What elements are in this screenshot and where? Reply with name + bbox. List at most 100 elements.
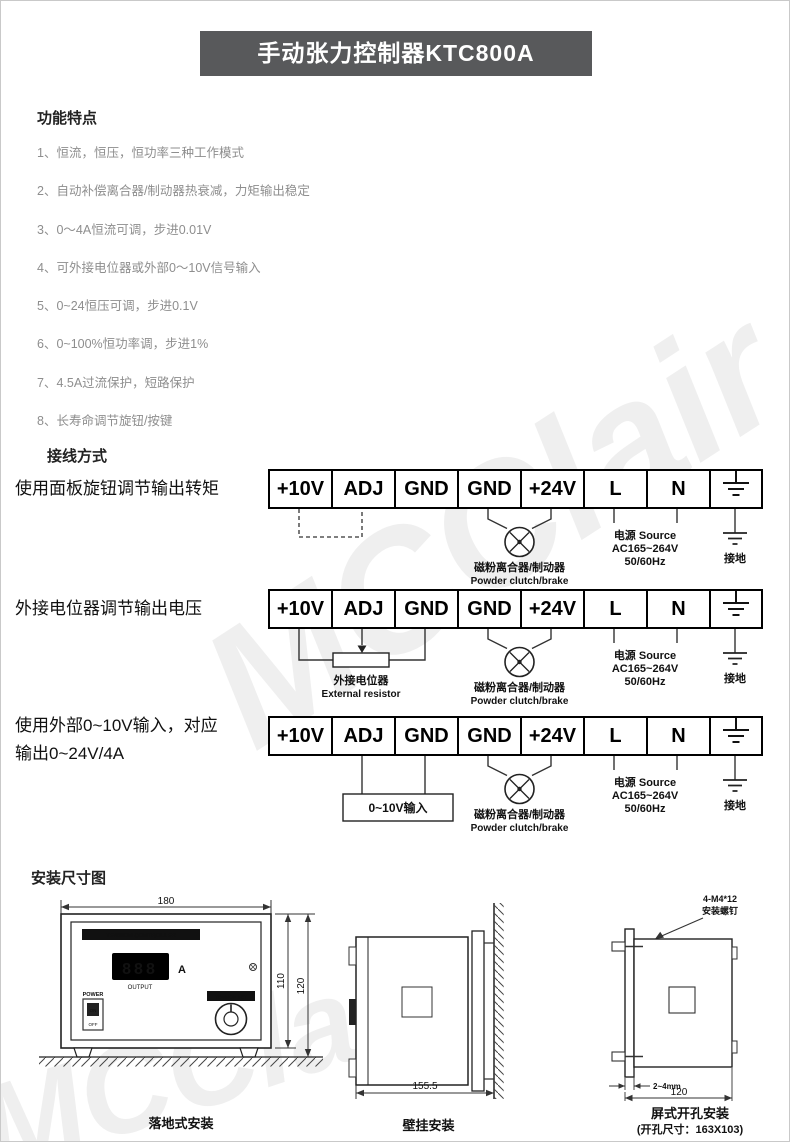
terminal-cell: GND	[396, 471, 459, 507]
screw-note-line1: 4-M4*12	[703, 894, 737, 904]
potentiometer-symbol-icon	[298, 629, 426, 668]
dim-width-180: 180	[158, 896, 175, 907]
terminal-cell: L	[585, 718, 648, 754]
wiring-row-label: 使用面板旋钮调节输出转矩	[15, 479, 219, 498]
display-digits: 888	[122, 961, 158, 978]
panel-mount-diagram: 4-M4*12 安装螺钉 2~4mm 120	[609, 894, 738, 1102]
power-lines	[613, 509, 678, 523]
clutch-symbol-icon	[487, 509, 552, 558]
front-knob	[349, 999, 356, 1025]
mount-plate	[471, 930, 485, 1092]
power-label-1: 电源 Source	[614, 775, 676, 789]
feature-item: 5、0~24恒压可调，步进0.1V	[37, 299, 198, 314]
terminal-cell: L	[585, 591, 648, 627]
earth-label: 接地	[724, 551, 746, 565]
earth-symbol-icon	[723, 509, 747, 545]
earth-label: 接地	[724, 671, 746, 685]
terminal-strip: +10V ADJ GND GND +24V L N	[268, 469, 763, 509]
wiring-row-label-line2: 输出0~24V/4A	[15, 744, 125, 763]
ground-symbol-icon	[723, 718, 749, 743]
terminal-cell: ADJ	[333, 591, 396, 627]
external-input-label: 0~10V输入	[368, 800, 427, 815]
display-unit: A	[178, 964, 186, 976]
terminal-cell: N	[648, 591, 711, 627]
feature-item: 1、恒流，恒压，恒功率三种工作模式	[37, 146, 244, 160]
power-label-2: AC165~264V	[612, 790, 679, 802]
screw-icon	[249, 963, 257, 971]
ground-symbol-icon	[723, 471, 749, 496]
power-label-3: 50/60Hz	[625, 556, 666, 568]
floor-mount-diagram: 180 TENSION CONTROLLER 888 A OUTPUT POWE…	[39, 896, 323, 1067]
terminal-cell: +10V	[270, 591, 333, 627]
tension-set-bar	[207, 991, 255, 1001]
ground-hatch	[39, 1057, 323, 1067]
pot-label-cn: 外接电位器	[333, 673, 390, 687]
terminal-cell-ground	[711, 591, 761, 627]
tension-knob	[214, 1002, 248, 1036]
feature-item: 6、0~100%恒功率调，步进1%	[37, 337, 209, 352]
power-label-2: AC165~264V	[612, 543, 679, 555]
feature-item: 2、自动补偿离合器/制动器热衰减，力矩输出稳定	[37, 184, 310, 199]
features-heading: 功能特点	[37, 110, 98, 127]
mount-screw-icon	[611, 1051, 643, 1062]
knob-link-dashed	[298, 509, 363, 538]
dim-depth-155: 155.5	[412, 1081, 437, 1092]
terminal-cell: GND	[459, 591, 522, 627]
terminal-cell-ground	[711, 718, 761, 754]
power-switch-label: POWER	[83, 992, 104, 998]
cabinet-foot	[73, 1047, 93, 1058]
device-side-view	[355, 936, 469, 1086]
rear-tab	[731, 1040, 738, 1054]
display-window	[112, 953, 169, 980]
terminal-strip: +10V ADJ GND GND +24V L N	[268, 589, 763, 629]
terminal-cell: +10V	[270, 471, 333, 507]
screw-note-line2: 安装螺钉	[702, 905, 738, 916]
clutch-label-cn: 磁粉离合器/制动器	[474, 560, 566, 574]
dim-width-120: 120	[671, 1087, 688, 1098]
switch-on-label: ON	[90, 1008, 97, 1013]
external-input-box	[342, 756, 454, 822]
rear-tab	[731, 946, 738, 960]
wall-mount-caption: 壁挂安装	[402, 1118, 455, 1133]
panel-cutout-size: (开孔尺寸：163X103)	[636, 1124, 744, 1136]
front-tab	[348, 1058, 357, 1078]
ground-symbol-icon	[723, 591, 749, 616]
wiring-row-external-input: 使用外部0~10V输入，对应 输出0~24V/4A +10V ADJ GND G…	[1, 716, 789, 841]
earth-symbol-icon	[723, 629, 747, 665]
tension-set-label: TENSION SET	[215, 995, 247, 1001]
clutch-label-cn: 磁粉离合器/制动器	[474, 680, 566, 694]
wiring-row-label-line1: 使用外部0~10V输入，对应	[15, 716, 218, 735]
wall-mount-diagram: 155.5	[348, 903, 504, 1099]
power-label-3: 50/60Hz	[625, 676, 666, 688]
terminal-cell: ADJ	[333, 718, 396, 754]
page-title: 手动张力控制器KTC800A	[200, 31, 592, 76]
wiring-connections: 外接电位器 External resistor 磁粉离合器/制动器 Powder…	[298, 629, 747, 707]
pot-label-en: External resistor	[322, 689, 401, 700]
dim-height-110: 110	[276, 973, 287, 989]
side-detail	[401, 986, 433, 1018]
dim-height-120: 120	[296, 977, 307, 994]
feature-item: 7、4.5A过流保护，短路保护	[37, 375, 195, 390]
wiring-heading: 接线方式	[47, 448, 108, 465]
wiring-row-label: 外接电位器调节输出电压	[15, 599, 202, 618]
earth-label: 接地	[724, 798, 746, 812]
cabinet-foot	[239, 1047, 259, 1058]
feature-item: 4、可外接电位器或外部0～10V信号输入	[37, 260, 261, 275]
front-tab	[348, 946, 357, 966]
power-lines	[613, 756, 678, 770]
feature-item: 8、长寿命调节旋钮/按键	[37, 414, 173, 429]
wiring-row-external-pot: 外接电位器调节输出电压 +10V ADJ GND GND +24V L N	[1, 589, 789, 714]
terminal-cell: GND	[459, 471, 522, 507]
feature-item: 3、0～4A恒流可调，步进0.01V	[37, 222, 212, 237]
terminal-cell: N	[648, 718, 711, 754]
device-body	[633, 938, 733, 1068]
clutch-label-en: Powder clutch/brake	[471, 823, 569, 834]
power-label-1: 电源 Source	[614, 648, 676, 662]
dim-thickness: 2~4mm	[653, 1082, 681, 1091]
terminal-cell: L	[585, 471, 648, 507]
clutch-label-en: Powder clutch/brake	[471, 696, 569, 707]
wiring-row-label: 使用外部0~10V输入，对应 输出0~24V/4A	[15, 712, 218, 768]
power-switch	[82, 998, 104, 1031]
wall-hatch	[494, 903, 504, 1099]
